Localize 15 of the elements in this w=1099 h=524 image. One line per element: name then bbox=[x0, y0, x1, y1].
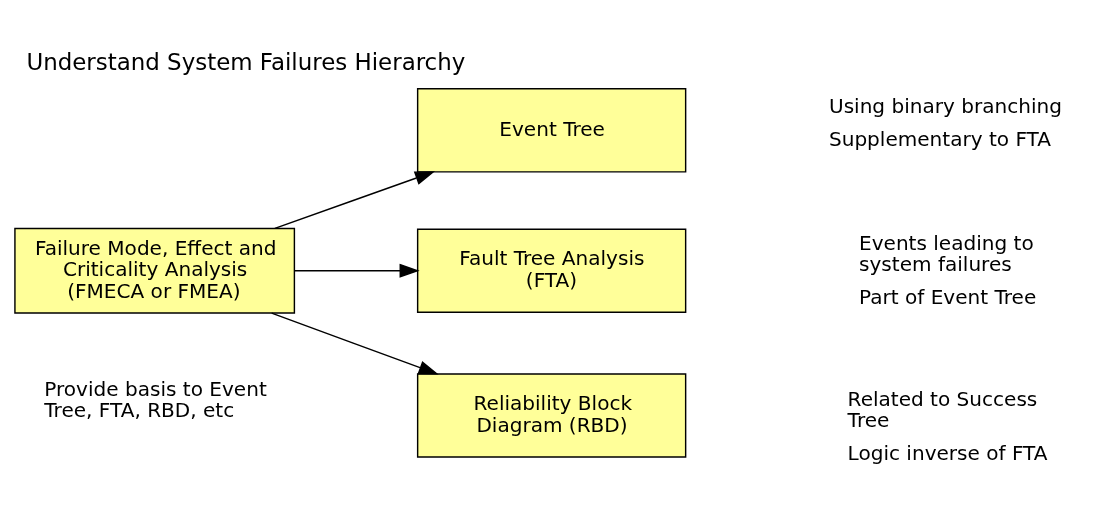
arrow bbox=[293, 263, 420, 278]
node-box: Event Tree bbox=[416, 87, 687, 173]
node-box: Reliability Block Diagram (RBD) bbox=[416, 372, 687, 458]
node-label: Part of Event Tree bbox=[859, 284, 1037, 309]
arrow bbox=[270, 311, 439, 375]
arrow bbox=[274, 170, 436, 229]
node-label: Related to Success Tree bbox=[847, 386, 1038, 432]
node-label: Provide basis to Event Tree, FTA, RBD, etc bbox=[44, 376, 267, 422]
node-box: Failure Mode, Effect and Criticality Analysis (FMECA or FMEA) bbox=[14, 227, 296, 314]
node-label: Supplementary to FTA bbox=[828, 126, 1052, 151]
node-label: Using binary branching bbox=[828, 93, 1062, 118]
node-box: Fault Tree Analysis (FTA) bbox=[416, 227, 687, 313]
node-label: Events leading to system failures bbox=[859, 230, 1034, 276]
diagram-title: Understand System Failures Hierarchy bbox=[26, 48, 466, 75]
node-label: Logic inverse of FTA bbox=[847, 440, 1048, 465]
